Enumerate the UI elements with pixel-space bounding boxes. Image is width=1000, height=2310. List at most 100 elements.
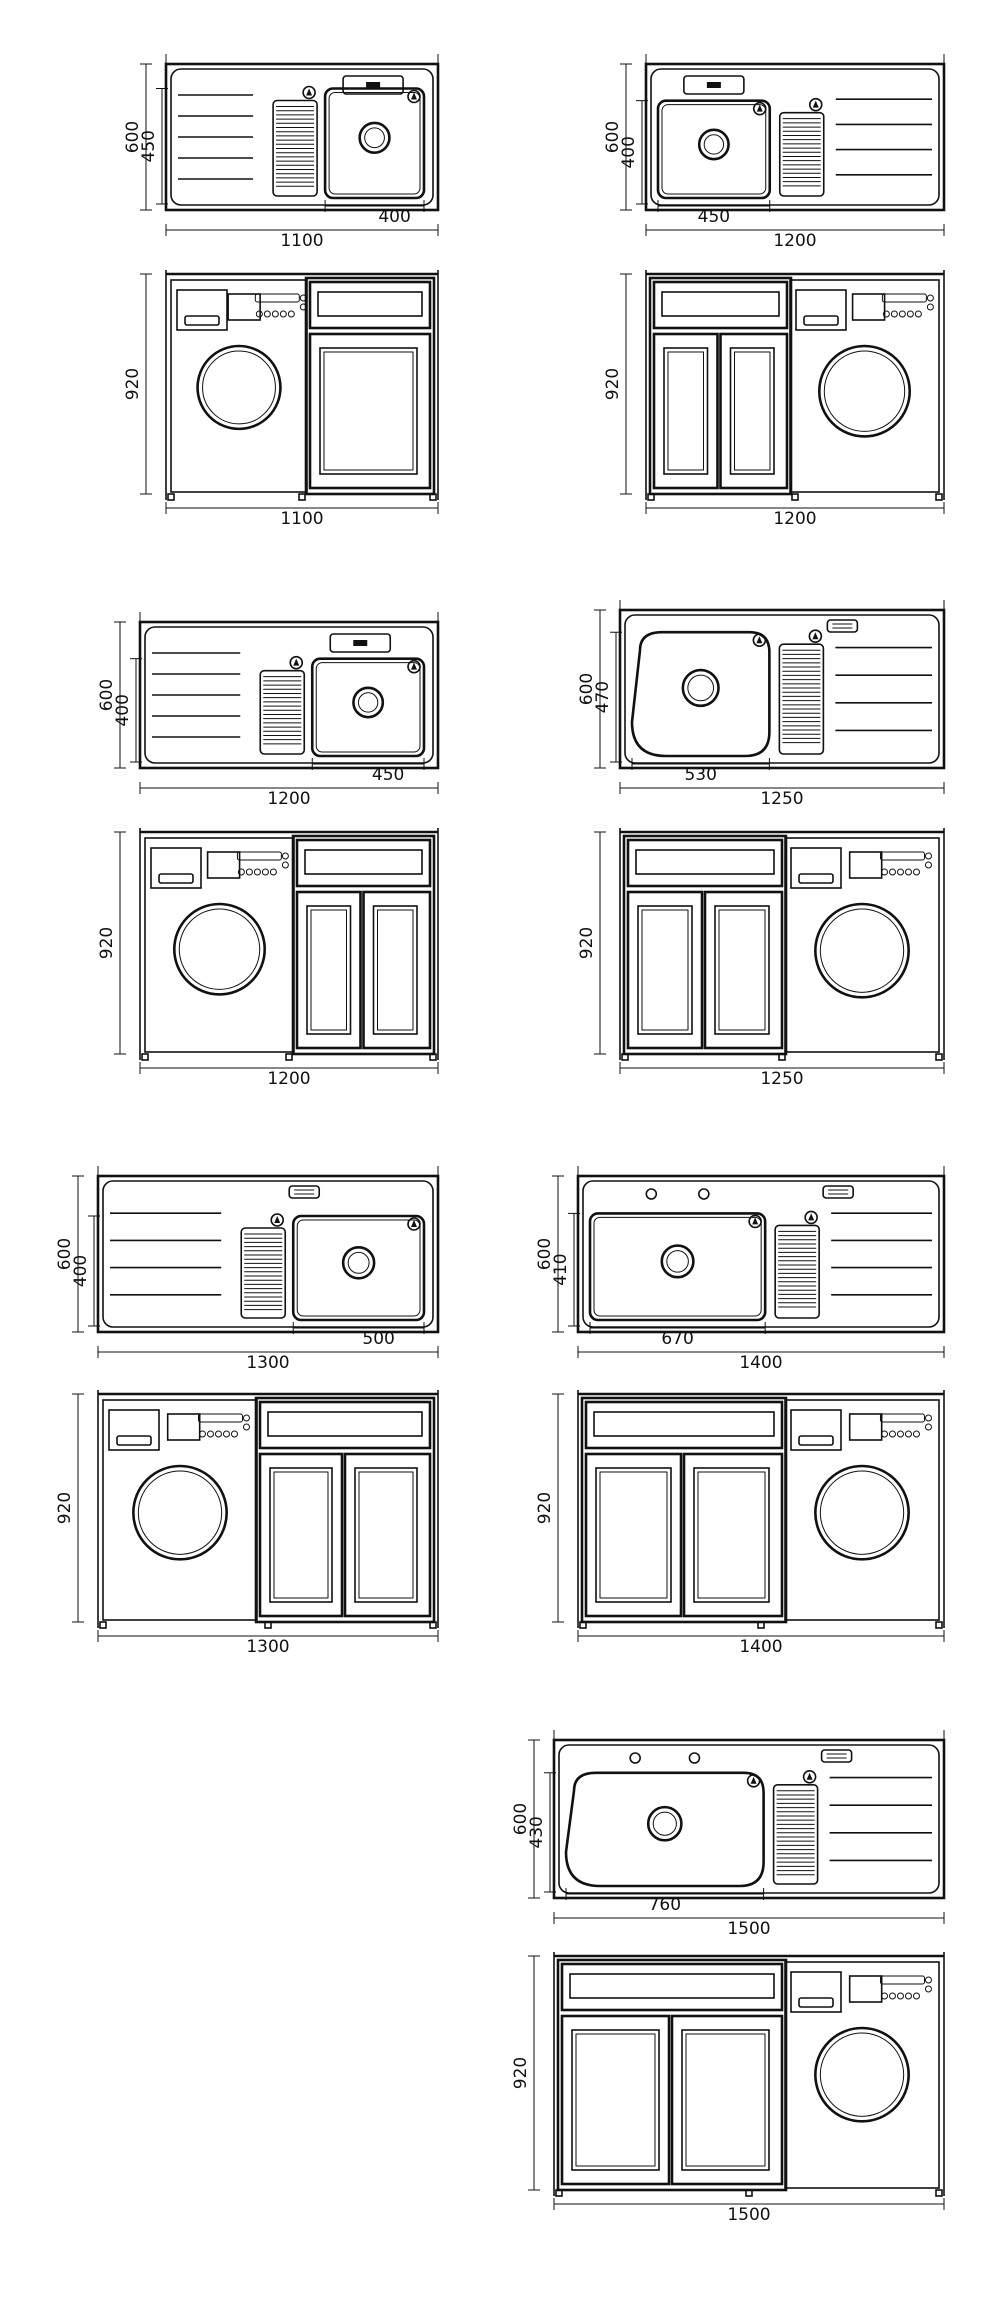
- faucet-icon: [804, 1210, 818, 1225]
- faucet-box: [342, 75, 404, 95]
- basin-width-label: 450: [698, 207, 730, 227]
- drawer-handle: [798, 873, 834, 884]
- drawer-handle: [116, 1435, 152, 1446]
- faucet-arrow: [756, 104, 763, 112]
- washer-door: [196, 344, 282, 431]
- control-button: [281, 861, 289, 869]
- door-panel-inner: [667, 351, 704, 471]
- drawer-handle: [158, 873, 194, 884]
- depth-label: 600: [511, 1803, 531, 1835]
- control-button: [269, 868, 277, 876]
- door-panel: [595, 1467, 672, 1603]
- height-label: 920: [123, 368, 143, 400]
- drawer-panel: [304, 849, 423, 875]
- washing-machine: [170, 279, 308, 493]
- washer-door-glass: [819, 908, 905, 993]
- countertop-lip: [582, 1180, 940, 1328]
- washboard-frame: [272, 99, 318, 197]
- drain-ring: [352, 686, 385, 719]
- washboard: [778, 643, 825, 755]
- drawer-panel: [593, 1411, 775, 1437]
- faucet-ring: [802, 1769, 817, 1784]
- faucet-icon: [802, 1769, 817, 1784]
- faucet-ring: [752, 633, 767, 648]
- cabinet-door: [560, 2014, 671, 2186]
- door-panel-inner: [273, 1471, 329, 1599]
- control-button: [880, 1430, 888, 1438]
- control-button: [245, 868, 253, 876]
- faucet-arrow: [411, 1220, 417, 1227]
- program-dial: [879, 1413, 925, 1423]
- faucet-icon: [289, 655, 304, 670]
- cabinet-body: [580, 1396, 788, 1624]
- basin-inner: [296, 1219, 421, 1317]
- cabinet-door: [703, 890, 784, 1050]
- basin-depth-label: 400: [113, 694, 133, 726]
- cabinet-foot: [429, 493, 437, 501]
- depth-label: 600: [97, 679, 117, 711]
- faucet-icon: [752, 101, 767, 116]
- washer-door: [172, 902, 267, 996]
- washing-machine: [784, 1961, 940, 2189]
- faucet-ring: [270, 1213, 285, 1227]
- control-button: [926, 303, 934, 311]
- door-panel-inner: [599, 1471, 668, 1599]
- faucet-handle: [366, 82, 381, 88]
- program-dial: [879, 1975, 925, 1985]
- detergent-drawer: [176, 289, 228, 331]
- washer-door: [814, 2026, 910, 2123]
- cabinet-foot: [745, 2189, 753, 2197]
- faucet-icon: [748, 1214, 762, 1229]
- cabinet-door: [258, 1452, 344, 1618]
- drawer-front: [626, 838, 784, 888]
- faucet-ring: [302, 85, 316, 100]
- cabinet-foot: [99, 1621, 107, 1629]
- control-button: [904, 1430, 912, 1438]
- program-dial: [197, 1413, 243, 1423]
- washboard: [774, 1224, 820, 1319]
- washing-machine: [784, 837, 940, 1053]
- door-panel: [372, 905, 418, 1035]
- faucet-box-frame: [342, 75, 404, 95]
- program-dial: [254, 293, 300, 303]
- drain-board: [178, 94, 254, 180]
- height-label: 920: [577, 927, 597, 959]
- faucet-icon: [407, 1217, 421, 1231]
- depth-label: 600: [55, 1238, 75, 1270]
- control-button: [230, 1430, 238, 1438]
- control-button: [914, 310, 922, 318]
- base-cabinet: [622, 834, 788, 1056]
- drain-ring: [341, 1246, 376, 1280]
- basin-rim: [588, 1212, 767, 1322]
- faucet-ring: [808, 629, 823, 644]
- control-button: [214, 1430, 222, 1438]
- cabinet-door: [295, 890, 362, 1050]
- door-panel-inner: [697, 1471, 766, 1599]
- drain-hole: [687, 674, 715, 702]
- basin-rim: [564, 1771, 765, 1888]
- drawer-panel: [267, 1411, 423, 1437]
- cabinet-foot: [579, 1621, 587, 1629]
- cabinet-foot: [935, 493, 943, 501]
- door-panel-inner: [718, 909, 766, 1031]
- door-panel: [714, 905, 770, 1035]
- control-button: [253, 868, 261, 876]
- basin-rim: [630, 630, 771, 758]
- washer-door: [817, 344, 912, 438]
- drawer-front: [308, 280, 432, 330]
- basin-rim: [656, 99, 772, 200]
- drain-ring: [697, 128, 730, 161]
- control-button: [924, 861, 932, 869]
- drain-hole: [347, 1251, 370, 1274]
- base-cabinet: [254, 1396, 436, 1624]
- faucet-ring: [748, 1214, 762, 1229]
- display-panel: [848, 1413, 883, 1441]
- drain-ring: [660, 1244, 695, 1279]
- soap-tray: [826, 619, 859, 633]
